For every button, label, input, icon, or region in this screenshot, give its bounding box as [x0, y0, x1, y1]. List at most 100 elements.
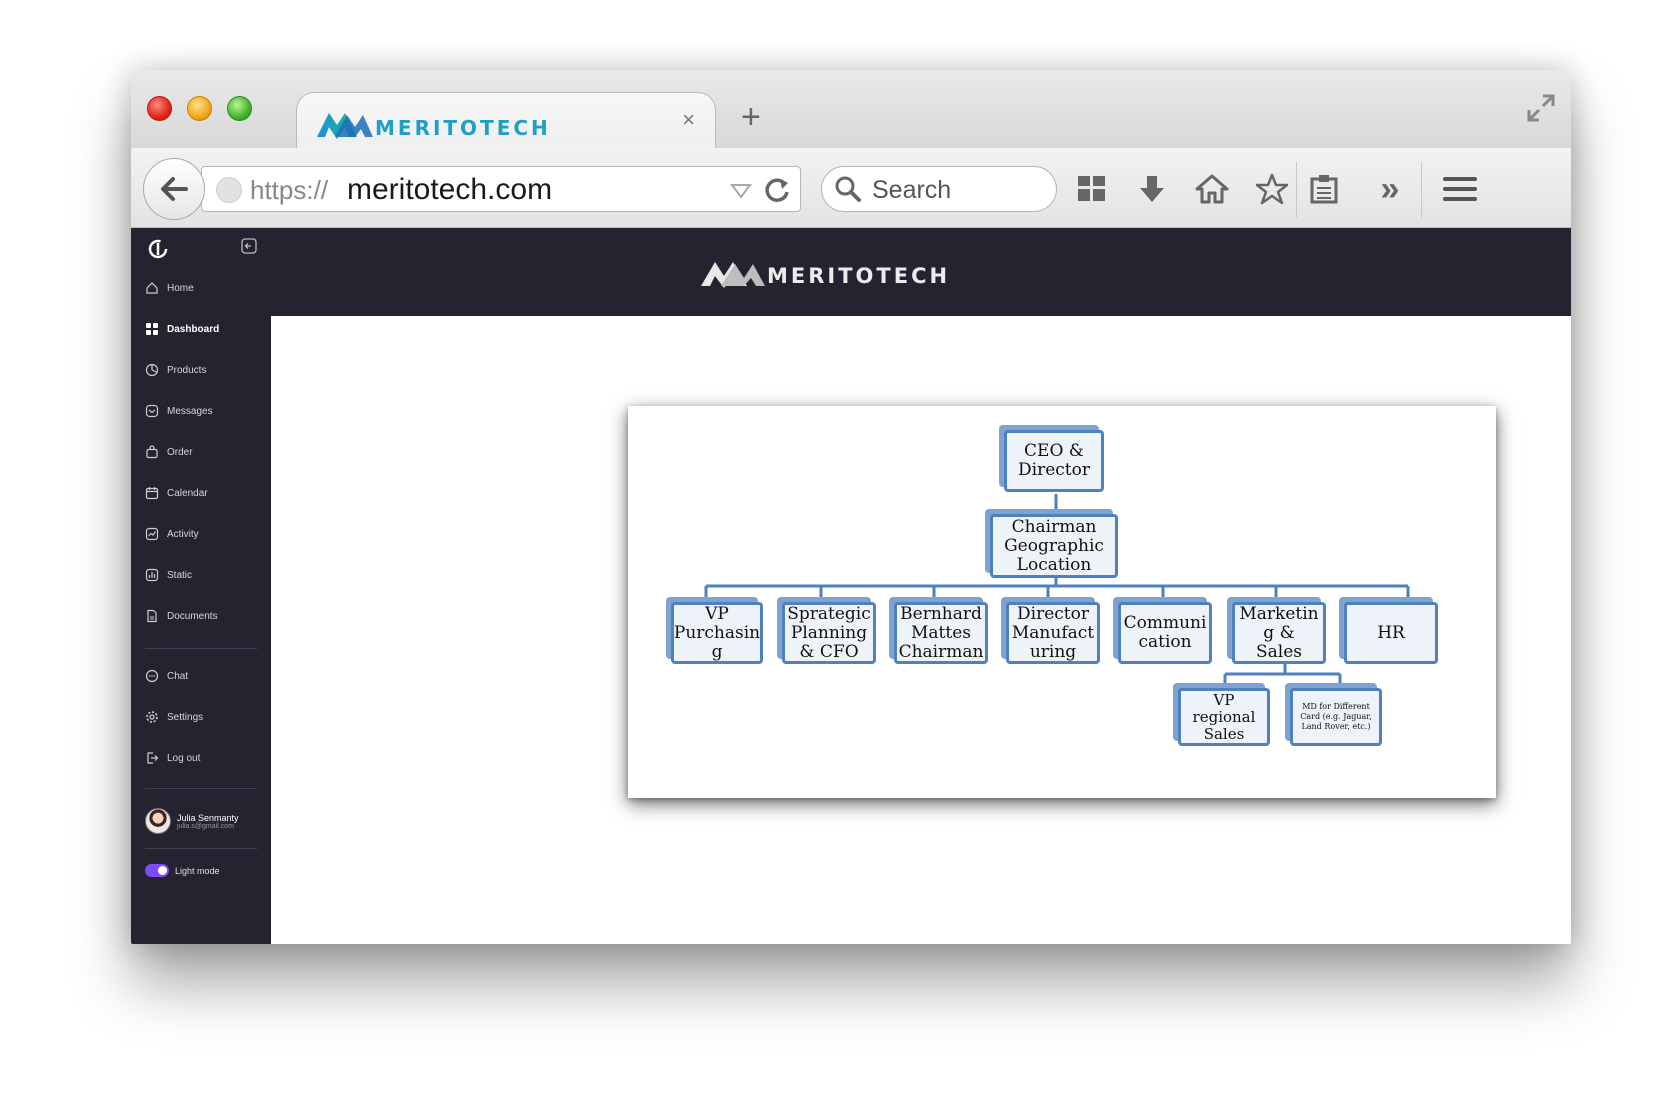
chat-icon	[145, 669, 159, 683]
sidebar-item-label: Chat	[167, 670, 189, 682]
sidebar-item-label: Activity	[167, 528, 199, 540]
org-node-director-manufacturing: Director Manufact uring	[1006, 602, 1100, 664]
svg-text:MERITOTECH: MERITOTECH	[375, 116, 551, 140]
browser-window: MERITOTECH × + https:// meritotech.com	[131, 70, 1571, 944]
sidebar-divider	[145, 648, 257, 649]
light-mode-label: Light mode	[175, 865, 220, 876]
house-icon	[1195, 174, 1229, 204]
sidebar-item-logout[interactable]: Log out	[145, 748, 200, 768]
order-icon	[146, 445, 158, 459]
arrow-down-icon	[1140, 176, 1164, 202]
history-dropdown-icon[interactable]	[730, 179, 752, 201]
org-node-vp-purchasing: VP Purchasin g	[671, 602, 763, 664]
org-node-chairman: Chairman Geographic Location	[990, 514, 1118, 578]
sidebar-item-order[interactable]: Order	[145, 442, 193, 462]
sidebar-item-calendar[interactable]: Calendar	[145, 483, 208, 503]
url-scheme: https://	[250, 175, 329, 205]
search-icon	[835, 176, 861, 202]
sidebar-item-label: Messages	[167, 405, 213, 417]
clipboard-icon	[1310, 175, 1338, 204]
user-email: julia.s@gmail.com	[177, 822, 234, 830]
grid-icon	[1078, 176, 1105, 201]
url-host: meritotech.com	[347, 173, 553, 206]
light-mode-toggle-row[interactable]: Light mode	[145, 864, 220, 877]
minimize-window-button[interactable]	[187, 96, 212, 121]
sidebar-item-documents[interactable]: Documents	[145, 606, 218, 626]
org-node-vp-regional-sales: VP regional Sales	[1178, 688, 1270, 746]
collapse-sidebar-icon[interactable]	[241, 238, 257, 254]
browser-tab[interactable]: MERITOTECH ×	[296, 92, 716, 150]
reload-icon[interactable]	[762, 175, 792, 205]
user-name: Julia Senmanty	[177, 812, 239, 823]
search-bar[interactable]: Search	[821, 166, 1057, 212]
zoom-window-button[interactable]	[227, 96, 252, 121]
documents-icon	[147, 609, 157, 623]
org-node-strategic-planning: Sprategic Planning & CFO	[782, 602, 876, 664]
topsites-icon[interactable]	[1071, 168, 1113, 210]
sidebar-item-label: Calendar	[167, 487, 208, 499]
navigation-bar: https:// meritotech.com Search	[131, 148, 1571, 228]
sidebar-item-settings[interactable]: Settings	[145, 707, 203, 727]
sidebar-item-label: Dashboard	[167, 323, 220, 335]
fullscreen-icon[interactable]	[1525, 92, 1557, 124]
new-tab-button[interactable]: +	[741, 98, 761, 136]
sidebar-item-dashboard[interactable]: Dashboard	[145, 319, 219, 339]
org-node-marketing-sales: Marketin g & Sales	[1232, 602, 1326, 664]
sidebar-divider	[145, 788, 257, 789]
bookmark-star-button[interactable]	[1251, 168, 1293, 210]
tab-close-button[interactable]: ×	[682, 107, 695, 132]
calendar-icon	[145, 487, 159, 500]
download-icon[interactable]	[1131, 168, 1173, 210]
sidebar-divider	[145, 848, 257, 849]
bookmarks-menu-button[interactable]	[1303, 168, 1345, 210]
close-window-button[interactable]	[147, 96, 172, 121]
sidebar-item-products[interactable]: Products	[145, 360, 206, 380]
messages-icon	[145, 404, 159, 418]
sidebar-item-activity[interactable]: Activity	[145, 524, 199, 544]
app-header: MERITOTECH	[271, 228, 1571, 316]
org-node-bernhard-mattes: Bernhard Mattes Chairman	[894, 602, 988, 664]
arrow-left-icon	[161, 177, 188, 201]
sidebar-item-messages[interactable]: Messages	[145, 401, 213, 421]
org-node-hr: HR	[1344, 602, 1438, 664]
org-chart-connectors	[704, 494, 1410, 684]
address-bar[interactable]: https:// meritotech.com	[201, 166, 801, 212]
sidebar-item-chat[interactable]: Chat	[145, 666, 188, 686]
tab-bar: MERITOTECH × +	[131, 70, 1571, 150]
sidebar-item-static[interactable]: Static	[145, 565, 192, 585]
back-button[interactable]	[143, 158, 205, 220]
sidebar-item-label: Products	[167, 364, 207, 376]
svg-text:MERITOTECH: MERITOTECH	[767, 264, 950, 288]
avatar	[145, 808, 171, 834]
sidebar-item-label: Home	[167, 282, 194, 294]
sidebar-item-label: Documents	[167, 610, 218, 622]
globe-icon	[216, 177, 242, 203]
main-content: CEO & Director Chairman Geographic Locat…	[271, 316, 1571, 944]
star-icon	[1256, 173, 1288, 205]
sidebar: Home Dashboard Products Messages Order C…	[131, 228, 271, 944]
org-node-communication: Communi cation	[1118, 602, 1212, 664]
light-mode-toggle[interactable]	[145, 864, 169, 877]
static-icon	[145, 568, 159, 582]
logout-icon	[147, 752, 159, 764]
meritotech-logo-icon: MERITOTECH	[317, 113, 551, 140]
sidebar-item-label: Log out	[167, 752, 201, 764]
products-icon	[145, 363, 159, 377]
meritotech-header-logo-icon: MERITOTECH	[701, 262, 950, 288]
sidebar-item-home[interactable]: Home	[145, 278, 194, 298]
sidebar-item-label: Settings	[167, 711, 204, 723]
dashboard-icon	[146, 323, 158, 335]
org-chart-image: CEO & Director Chairman Geographic Locat…	[628, 406, 1496, 798]
org-node-ceo: CEO & Director	[1004, 430, 1104, 492]
user-profile[interactable]: Julia Senmanty julia.s@gmail.com	[145, 808, 239, 834]
home-button[interactable]	[1191, 168, 1233, 210]
search-input[interactable]: Search	[872, 176, 952, 204]
brand-logo-icon	[148, 239, 168, 259]
overflow-chevron-icon[interactable]: »	[1380, 169, 1400, 208]
menu-button[interactable]	[1439, 168, 1481, 210]
settings-icon	[146, 711, 158, 723]
sidebar-item-label: Static	[167, 569, 193, 581]
activity-icon	[145, 527, 159, 541]
org-node-md-different-card: MD for Different Card (e.g. Jaguar, Land…	[1290, 688, 1382, 746]
home-icon	[146, 282, 158, 294]
